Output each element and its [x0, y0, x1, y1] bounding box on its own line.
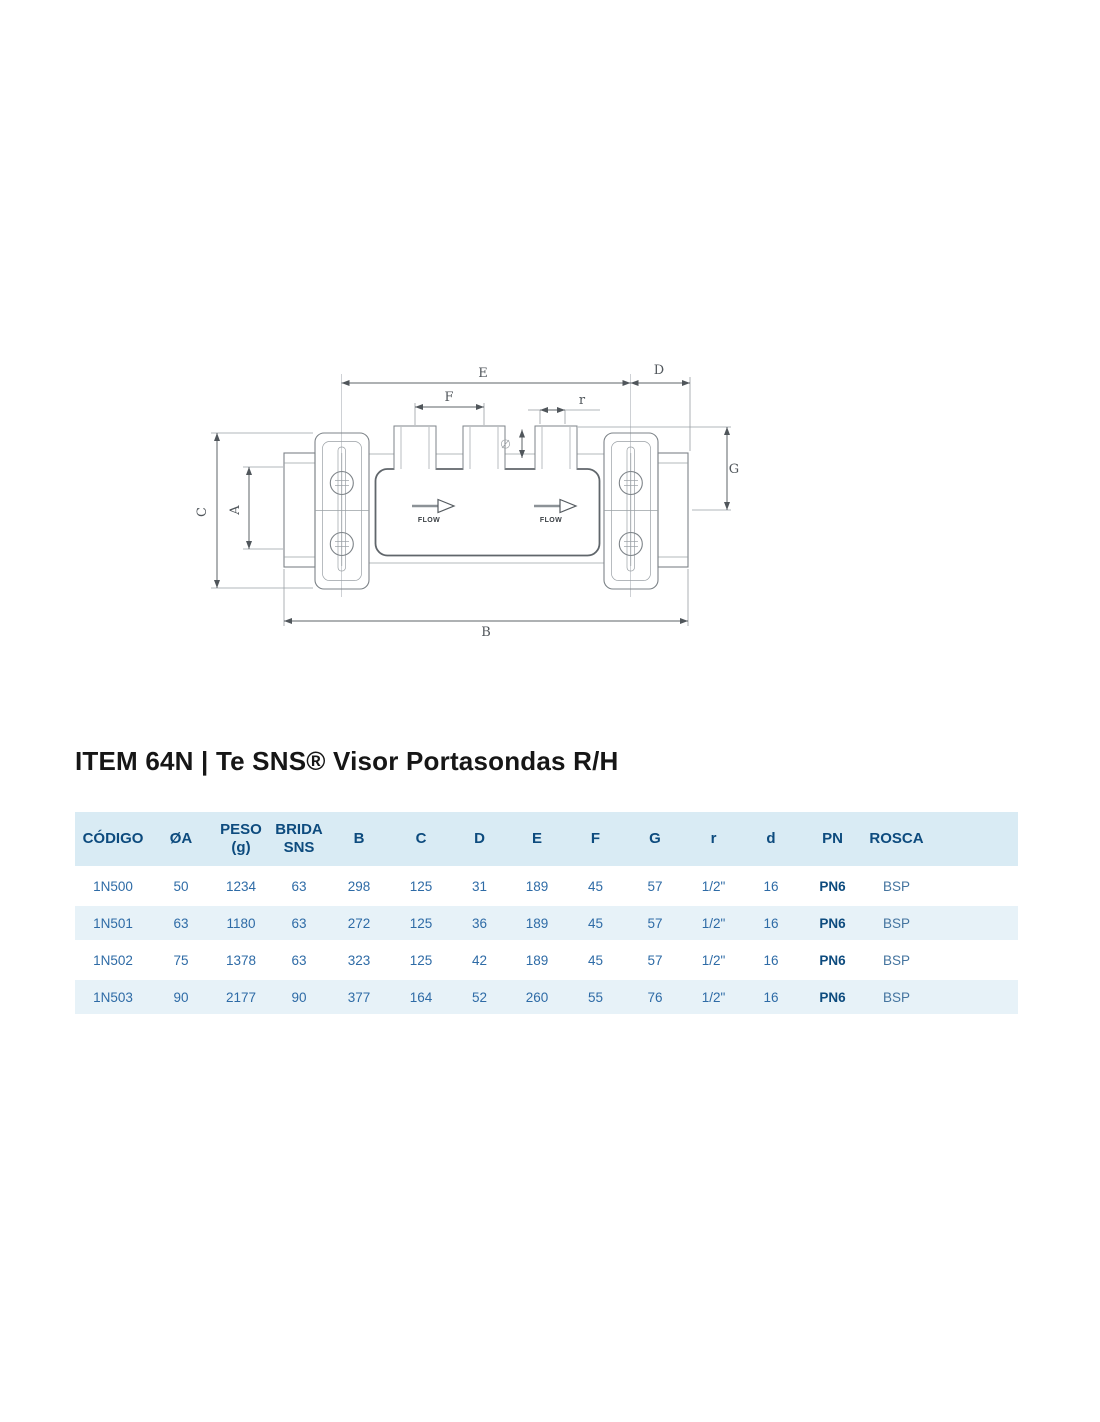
cell-d: 31: [471, 878, 488, 894]
cell-oa: 75: [173, 952, 189, 968]
cell-pn: PN6: [819, 989, 846, 1005]
cell-g: 57: [647, 915, 663, 931]
cell-d-small: 16: [763, 989, 779, 1005]
flow-label: FLOW: [418, 517, 440, 524]
left-flange: [314, 432, 370, 590]
table-row: 1N501 63 1180 63 272 125 36 189 45 57 1/…: [75, 906, 1018, 940]
col-header-c: C: [415, 830, 427, 847]
cell-codigo: 1N500: [93, 878, 133, 894]
cell-d: 36: [471, 915, 488, 931]
cell-codigo: 1N502: [93, 952, 133, 968]
table-row: 1N503 90 2177 90 377 164 52 260 55 76 1/…: [75, 980, 1018, 1014]
left-pipe-socket: [283, 452, 316, 568]
cell-oa: 90: [173, 989, 189, 1005]
col-header-peso: PESO (g): [220, 821, 262, 856]
col-header-codigo: CÓDIGO: [82, 830, 144, 847]
flow-arrow-right: FLOW: [534, 498, 578, 524]
cell-peso: 1378: [225, 952, 257, 968]
col-header-e: E: [531, 830, 542, 847]
cell-peso: 1234: [225, 878, 257, 894]
cell-pn: PN6: [819, 878, 846, 894]
cell-c: 125: [409, 952, 433, 968]
cell-b: 298: [347, 878, 371, 894]
cell-f: 45: [587, 878, 604, 894]
probe-ports: [393, 425, 578, 470]
cell-oa: 50: [173, 878, 189, 894]
cell-brida: 63: [291, 915, 307, 931]
cell-brida: 63: [291, 878, 307, 894]
cell-g: 57: [647, 952, 663, 968]
cell-c: 164: [409, 989, 433, 1005]
cell-r: 1/2": [701, 952, 726, 968]
dim-label-D: D: [654, 363, 664, 378]
table-row: 1N500 50 1234 63 298 125 31 189 45 57 1/…: [75, 869, 1018, 903]
col-header-oa: ØA: [169, 830, 193, 847]
cell-r: 1/2": [701, 878, 726, 894]
spec-table: CÓDIGO ØA PESO (g) BRIDA SNS B C D E F G…: [75, 812, 1018, 1014]
col-header-pn: PN: [822, 830, 843, 847]
sight-glass-body: [374, 468, 601, 557]
cell-c: 125: [409, 915, 433, 931]
page-title: ITEM 64N | Te SNS® Visor Portasondas R/H: [75, 746, 619, 776]
col-header-d: D: [474, 830, 485, 847]
cell-pn: PN6: [819, 952, 846, 968]
cell-rosca: BSP: [882, 878, 910, 894]
dimension-lines: E D F r G C A B: [195, 363, 739, 640]
cell-f: 55: [587, 989, 604, 1005]
cell-b: 377: [347, 989, 371, 1005]
col-header-f: F: [590, 830, 601, 847]
cell-b: 272: [347, 915, 371, 931]
col-header-r: r: [710, 830, 717, 847]
cell-d-small: 16: [763, 952, 779, 968]
technical-drawing: FLOW FLOW E: [195, 363, 739, 640]
table-header-row: CÓDIGO ØA PESO (g) BRIDA SNS B C D E F G…: [75, 812, 1018, 866]
dim-label-F: F: [444, 390, 453, 405]
cell-r: 1/2": [701, 989, 726, 1005]
cell-codigo: 1N503: [93, 989, 133, 1005]
cell-e: 189: [525, 952, 549, 968]
cell-rosca: BSP: [882, 952, 910, 968]
col-header-brida: BRIDA SNS: [275, 821, 323, 856]
cell-d-small: 16: [763, 878, 779, 894]
cell-g: 76: [647, 989, 663, 1005]
cell-codigo: 1N501: [93, 915, 133, 931]
flow-arrow-left: FLOW: [412, 498, 456, 524]
extension-lines: [211, 377, 731, 626]
dim-label-A: A: [228, 505, 243, 516]
cell-d: 52: [471, 989, 488, 1005]
cell-g: 57: [647, 878, 663, 894]
cell-brida: 90: [291, 989, 307, 1005]
cell-d-small: 16: [763, 915, 779, 931]
cell-brida: 63: [291, 952, 307, 968]
col-header-rosca: ROSCA: [869, 830, 924, 847]
right-flange: [603, 432, 659, 590]
flow-label: FLOW: [540, 517, 562, 524]
cell-f: 45: [587, 952, 604, 968]
table-row: 1N502 75 1378 63 323 125 42 189 45 57 1/…: [75, 943, 1018, 977]
dim-label-E: E: [478, 366, 488, 381]
cell-oa: 63: [173, 915, 189, 931]
cell-r: 1/2": [701, 915, 726, 931]
dim-label-G: G: [729, 462, 739, 477]
diameter-symbol: [500, 439, 511, 449]
cell-b: 323: [347, 952, 371, 968]
cell-rosca: BSP: [882, 915, 910, 931]
dim-label-r: r: [579, 393, 586, 408]
col-header-b: B: [353, 830, 365, 847]
dim-label-B: B: [481, 625, 491, 640]
cell-peso: 2177: [225, 989, 257, 1005]
right-pipe-socket: [657, 452, 689, 568]
col-header-d-small: d: [766, 830, 776, 847]
cell-rosca: BSP: [882, 989, 910, 1005]
dim-label-C: C: [195, 507, 210, 517]
cell-e: 189: [525, 915, 549, 931]
cell-pn: PN6: [819, 915, 846, 931]
cell-e: 189: [525, 878, 549, 894]
cell-f: 45: [587, 915, 604, 931]
cell-d: 42: [471, 952, 488, 968]
col-header-g: G: [649, 830, 661, 847]
cell-e: 260: [525, 989, 549, 1005]
cell-c: 125: [409, 878, 433, 894]
cell-peso: 1180: [226, 915, 256, 931]
